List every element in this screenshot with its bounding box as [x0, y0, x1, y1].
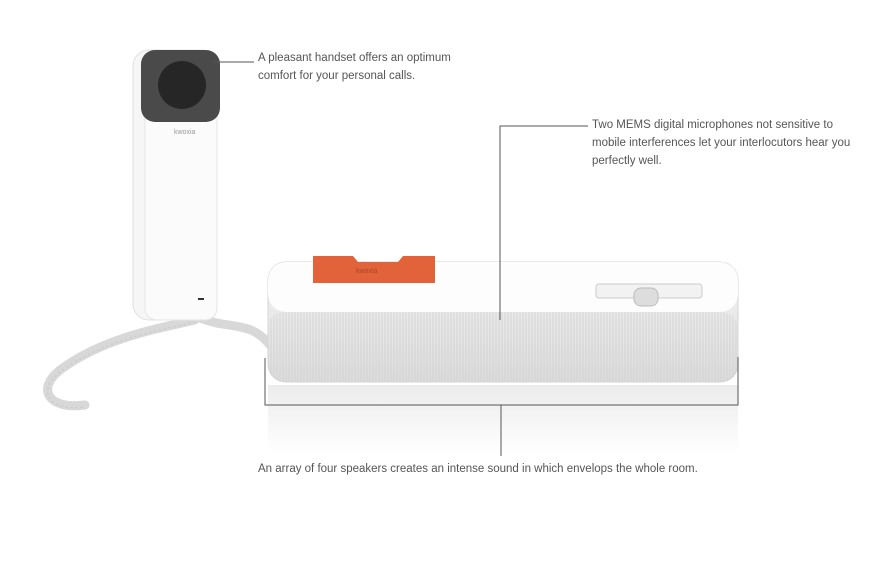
coiled-cord-rings	[47, 321, 196, 409]
cradle-logo: kwoxia	[356, 268, 378, 275]
handset-callout: A pleasant handset offers an optimum com…	[258, 52, 451, 82]
base-reflection	[268, 385, 738, 455]
base-station: kwoxia	[267, 256, 739, 383]
handset-indicator	[198, 298, 204, 300]
handset-cradle	[313, 256, 435, 283]
speaker-callout: An array of four speakers creates an int…	[258, 463, 698, 475]
handset: kwoxia	[132, 49, 220, 321]
microphone-callout: Two MEMS digital microphones not sensiti…	[592, 119, 851, 167]
microphone-leader-line	[499, 125, 588, 320]
handset-logo: kwoxia	[174, 129, 196, 136]
leader-lines	[214, 61, 739, 456]
speaker-grille-icon	[158, 61, 206, 109]
dock-connector	[633, 287, 659, 307]
coiled-cord	[43, 313, 275, 411]
